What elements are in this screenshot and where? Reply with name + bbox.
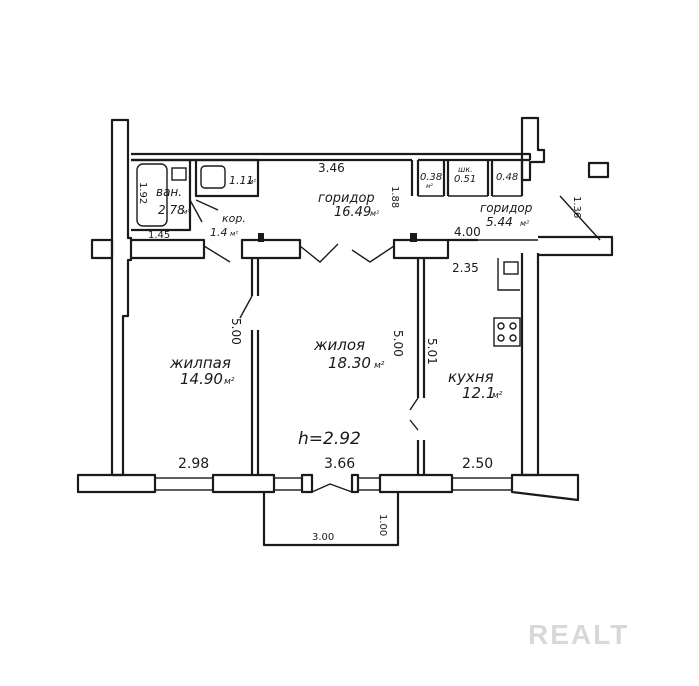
left-wall-stub bbox=[90, 238, 114, 260]
dim-v-501: 5.01 bbox=[425, 338, 439, 365]
band-post-1-cap bbox=[258, 233, 264, 242]
right-top-column bbox=[520, 116, 546, 182]
room-corridor-main-unit: м² bbox=[370, 209, 380, 218]
bottom-outer-wall bbox=[76, 473, 580, 502]
door-swing-2 bbox=[299, 243, 339, 263]
window-right bbox=[451, 477, 513, 491]
room-pantry-area: 1.4 bbox=[210, 226, 228, 239]
room-bath-name: ван. bbox=[156, 185, 182, 199]
bath-block bbox=[131, 158, 260, 232]
band-left bbox=[131, 238, 206, 260]
sink bbox=[171, 167, 187, 181]
burner-1 bbox=[497, 322, 505, 330]
door-kitchen bbox=[409, 397, 419, 431]
room-living-center-area: 18.30 bbox=[328, 354, 371, 372]
dim-250: 2.50 bbox=[462, 456, 493, 472]
room-pantry-unit: м² bbox=[230, 230, 238, 238]
room-bath-unit: м² bbox=[182, 208, 190, 216]
dim-v-500a: 5.00 bbox=[229, 318, 243, 345]
room-corridor-main-area: 16.49 bbox=[334, 205, 371, 220]
window-center-right bbox=[357, 477, 381, 491]
dim-v-136: 1.36 bbox=[571, 196, 582, 218]
room-living-left-unit: м² bbox=[224, 377, 235, 387]
dim-top-346: 3.46 bbox=[318, 161, 345, 175]
closet-1-area: 0.38 bbox=[420, 172, 442, 183]
room-toilet-name: 1.11 bbox=[229, 174, 254, 187]
dim-298: 2.98 bbox=[178, 456, 209, 472]
room-living-left-name: жилпая bbox=[169, 354, 231, 372]
burner-4 bbox=[509, 334, 517, 342]
closet-2-area: 0.51 bbox=[454, 174, 476, 185]
right-outer-wall bbox=[520, 253, 540, 477]
left-outer-wall bbox=[110, 118, 133, 477]
corridor-right-partition bbox=[478, 195, 601, 241]
dim-100: 1.00 bbox=[377, 514, 388, 536]
room-kitchen-unit: м² bbox=[492, 391, 503, 401]
closet-2-name: шк. bbox=[458, 165, 473, 174]
room-pantry-name: кор. bbox=[222, 212, 246, 225]
top-outer-wall bbox=[131, 152, 532, 160]
bathtub bbox=[136, 163, 168, 227]
room-living-center-unit: м² bbox=[374, 361, 385, 371]
dim-235: 2.35 bbox=[452, 261, 479, 275]
room-living-left-area: 14.90 bbox=[180, 370, 223, 388]
burner-3 bbox=[497, 334, 505, 342]
divider-left bbox=[250, 258, 260, 475]
kitchen-counter bbox=[497, 258, 520, 291]
balcony bbox=[262, 492, 400, 547]
burner-2 bbox=[509, 322, 517, 330]
band-post-1 bbox=[240, 238, 302, 260]
window-left bbox=[154, 477, 214, 491]
bath-door bbox=[189, 199, 219, 223]
dim-v-188: 1.88 bbox=[389, 186, 400, 208]
dim-400: 4.00 bbox=[454, 225, 481, 239]
right-band-wall bbox=[538, 235, 614, 257]
band-post-2-cap bbox=[410, 233, 417, 242]
kitchen-sink bbox=[503, 261, 519, 275]
dim-145: 1.45 bbox=[148, 230, 170, 241]
dim-300: 3.00 bbox=[312, 532, 334, 543]
room-corridor-right-area: 5.44 bbox=[486, 215, 513, 229]
band-post-2 bbox=[392, 238, 450, 260]
door-swing-3 bbox=[351, 245, 395, 263]
closets bbox=[410, 160, 524, 196]
balcony-door bbox=[311, 483, 353, 493]
room-bath-area: 2.78 bbox=[158, 203, 185, 217]
dim-366: 3.66 bbox=[324, 456, 355, 472]
ceiling-height: h=2.92 bbox=[298, 429, 361, 449]
window-center-left bbox=[273, 477, 303, 491]
kitchen-stove bbox=[493, 317, 521, 347]
room-corridor-right-unit: м² bbox=[520, 219, 530, 228]
dim-192: 1.92 bbox=[137, 182, 148, 204]
closet-3-area: 0.48 bbox=[496, 172, 518, 183]
room-corridor-main-name: горидор bbox=[318, 191, 375, 206]
watermark-logo: REALT bbox=[528, 619, 629, 650]
room-living-center-name: жилоя bbox=[313, 336, 365, 354]
room-toilet-unit: м² bbox=[248, 178, 256, 186]
room-kitchen-area: 12.1 bbox=[462, 384, 495, 402]
door-left-room bbox=[239, 295, 253, 319]
divider-right bbox=[416, 258, 426, 475]
small-box-top-right bbox=[587, 161, 610, 179]
door-swing-1 bbox=[203, 245, 231, 263]
closet-1-unit: м² bbox=[426, 183, 434, 190]
room-corridor-right-name: горидор bbox=[480, 201, 533, 215]
room-kitchen-name: кухня bbox=[448, 368, 494, 386]
toilet-bowl bbox=[200, 165, 226, 189]
dim-v-500b: 5.00 bbox=[391, 330, 405, 357]
